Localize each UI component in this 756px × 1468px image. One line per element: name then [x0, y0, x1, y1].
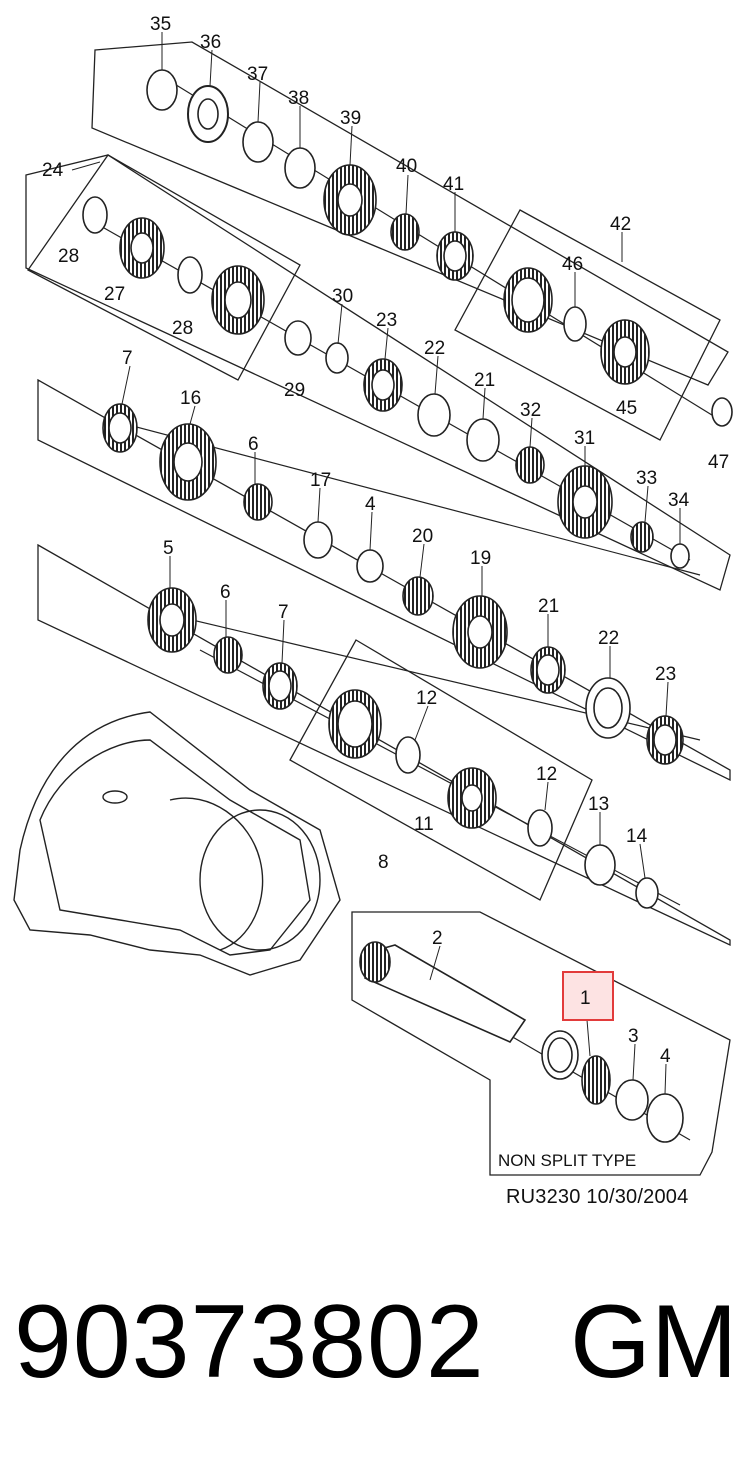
- callout-20: 20: [412, 526, 433, 547]
- panel-top: [91, 41, 729, 386]
- callout-19: 19: [470, 548, 491, 569]
- panel-input-shaft: [351, 911, 731, 1176]
- leader-lines: [71, 32, 681, 1095]
- callout-34: 34: [668, 490, 690, 511]
- callout-21b: 21: [538, 596, 559, 617]
- callout-11: 11: [414, 814, 434, 835]
- callout-38: 38: [288, 88, 309, 109]
- components: [82, 69, 733, 1143]
- callout-37: 37: [247, 64, 268, 85]
- callout-28a: 28: [58, 246, 79, 267]
- group-panels: [25, 41, 731, 1176]
- diagram-reference: RU3230 10/30/2004: [506, 1186, 689, 1208]
- callout-30: 30: [332, 286, 353, 307]
- callout-42: 42: [610, 214, 631, 235]
- callout-33: 33: [636, 468, 657, 489]
- callout-45: 45: [616, 398, 637, 419]
- callout-24: 24: [42, 160, 64, 181]
- transmission-case: [13, 711, 341, 976]
- callout-12a: 12: [416, 688, 437, 709]
- callout-27: 27: [104, 284, 125, 305]
- panel-lower: [37, 543, 731, 947]
- callout-21a: 21: [474, 370, 495, 391]
- callout-8: 8: [378, 852, 389, 873]
- callout-7b: 7: [278, 602, 289, 623]
- callout-16: 16: [180, 388, 201, 409]
- non-split-type-note: NON SPLIT TYPE: [498, 1151, 637, 1170]
- callout-12b: 12: [536, 764, 557, 785]
- callout-28b: 28: [172, 318, 193, 339]
- callout-32: 32: [520, 400, 541, 421]
- panel-synchro: [289, 639, 593, 901]
- callout-40: 40: [396, 156, 417, 177]
- callout-46: 46: [562, 254, 583, 275]
- panel-42: [454, 209, 721, 441]
- brand-name: GM: [570, 1284, 738, 1400]
- callout-6a: 6: [248, 434, 259, 455]
- callout-41: 41: [443, 174, 464, 195]
- callout-23a: 23: [376, 310, 397, 331]
- callout-1: 1: [580, 988, 591, 1009]
- callout-36: 36: [200, 32, 221, 53]
- callout-4a: 4: [365, 494, 376, 515]
- callout-39: 39: [340, 108, 361, 129]
- callout-17: 17: [310, 470, 331, 491]
- callout-4b: 4: [660, 1046, 671, 1067]
- callout-22a: 22: [424, 338, 445, 359]
- callout-13: 13: [588, 794, 609, 815]
- callout-labels: 35 36 37 38 39 40 41 42 24 46 28 27 28 3…: [42, 14, 729, 1067]
- callout-7a: 7: [122, 348, 133, 369]
- callout-5: 5: [163, 538, 174, 559]
- callout-14: 14: [626, 826, 648, 847]
- callout-23b: 23: [655, 664, 676, 685]
- exploded-parts-diagram: 35 36 37 38 39 40 41 42 24 46 28 27 28 3…: [13, 14, 733, 1176]
- part-number: 90373802: [14, 1284, 485, 1400]
- callout-47: 47: [708, 452, 729, 473]
- callout-22b: 22: [598, 628, 619, 649]
- callout-2: 2: [432, 928, 443, 949]
- callout-29: 29: [284, 380, 305, 401]
- callout-31: 31: [574, 428, 595, 449]
- callout-35: 35: [150, 14, 171, 35]
- callout-6b: 6: [220, 582, 231, 603]
- panel-upper-shaft: [25, 154, 731, 591]
- panel-24: [27, 154, 301, 381]
- callout-3: 3: [628, 1026, 639, 1047]
- highlight-box: [562, 971, 614, 1021]
